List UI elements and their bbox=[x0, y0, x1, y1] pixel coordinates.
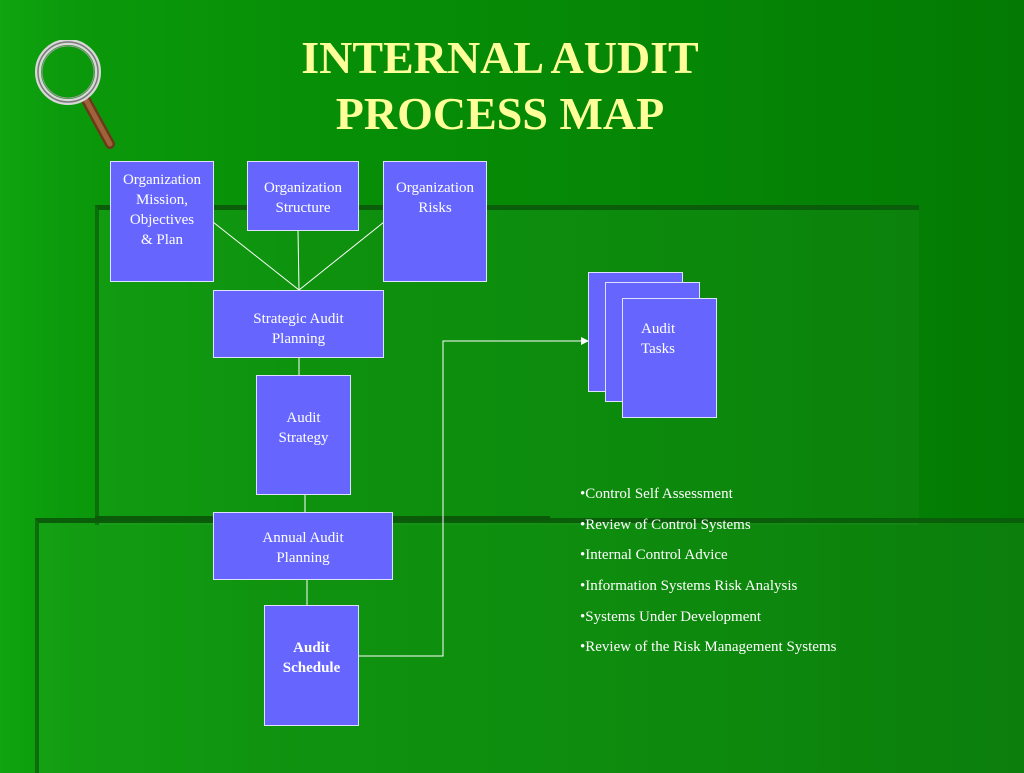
label: Mission, bbox=[135, 192, 189, 208]
list-item: •Control Self Assessment bbox=[580, 486, 733, 502]
box-organization-mission: Organization Mission, Objectives & Plan bbox=[110, 161, 214, 282]
label: Strategy bbox=[278, 430, 329, 446]
label: Organization bbox=[263, 180, 343, 196]
label: Objectives bbox=[129, 212, 195, 228]
label: Structure bbox=[275, 200, 331, 216]
label: Audit bbox=[641, 321, 676, 337]
list-item: •Information Systems Risk Analysis bbox=[580, 578, 798, 595]
label: Annual Audit bbox=[262, 530, 344, 546]
page-title: INTERNAL AUDIT PROCESS MAP bbox=[220, 30, 780, 142]
magnifying-glass-icon bbox=[35, 40, 115, 149]
list-item: •Internal Control Advice bbox=[580, 547, 728, 564]
connector-mission-to-strategic bbox=[212, 221, 300, 291]
list-item: •Review of the Risk Management Systems bbox=[580, 639, 837, 656]
label: Organization bbox=[395, 180, 475, 196]
box-annual-audit-planning: Annual Audit Planning bbox=[213, 512, 393, 580]
connector-risks-to-strategic bbox=[298, 221, 385, 291]
list-item: •Systems Under Development bbox=[580, 608, 762, 625]
title-line-1: INTERNAL AUDIT bbox=[301, 32, 699, 83]
box-audit-tasks: Audit Tasks bbox=[622, 298, 717, 418]
label: Risks bbox=[418, 200, 452, 216]
box-organization-risks: Organization Risks bbox=[383, 161, 487, 282]
label: Audit bbox=[286, 410, 321, 426]
box-audit-schedule: Audit Schedule bbox=[264, 605, 359, 726]
label: Strategic Audit bbox=[253, 311, 344, 327]
box-organization-structure: Organization Structure bbox=[247, 161, 359, 231]
label: Tasks bbox=[641, 341, 675, 357]
connector-schedule-to-tasks bbox=[358, 337, 589, 657]
audit-task-list: •Control Self Assessment •Review of Cont… bbox=[580, 484, 836, 668]
label: Audit bbox=[293, 640, 330, 656]
label: Organization bbox=[122, 172, 202, 188]
box-audit-strategy: Audit Strategy bbox=[256, 375, 351, 495]
box-strategic-audit-planning: Strategic Audit Planning bbox=[213, 290, 384, 358]
label: Schedule bbox=[282, 660, 341, 676]
label: & Plan bbox=[140, 232, 184, 248]
connector-structure-to-strategic bbox=[297, 229, 300, 291]
background-panel-top bbox=[95, 205, 919, 525]
list-item: •Review of Control Systems bbox=[580, 516, 751, 533]
label: Planning bbox=[276, 550, 330, 566]
label: Planning bbox=[271, 331, 326, 347]
title-line-2: PROCESS MAP bbox=[335, 88, 665, 139]
